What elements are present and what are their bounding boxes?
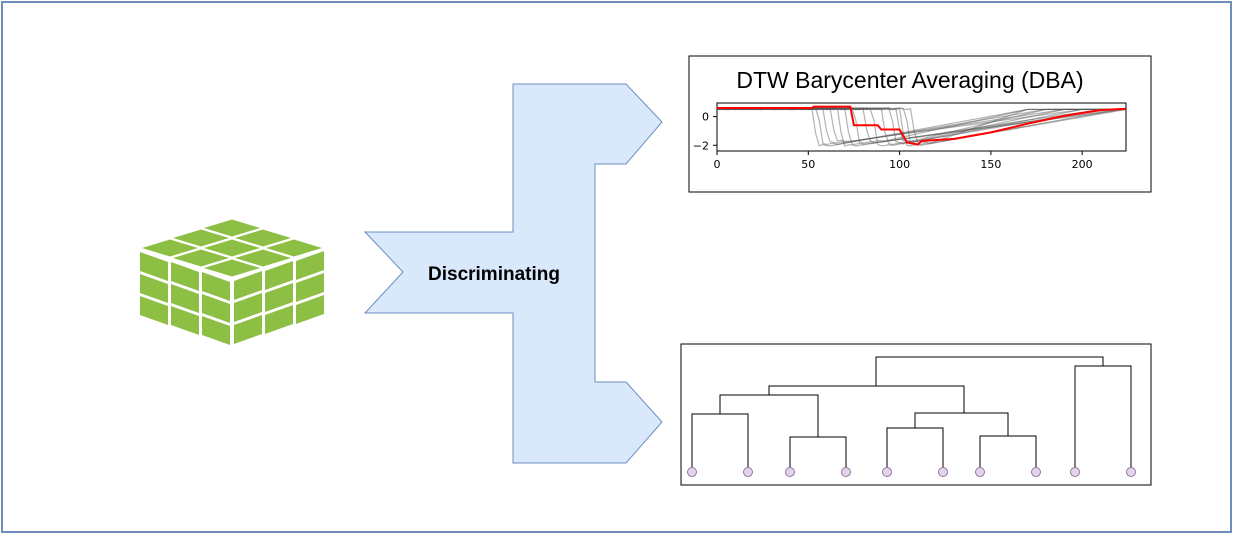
dendrogram-link <box>875 356 1104 386</box>
cube-left-brick <box>202 316 230 345</box>
y-tick-label: −2 <box>693 139 709 152</box>
x-tick-label: 0 <box>714 158 721 171</box>
cube-left-brick <box>171 262 199 291</box>
x-tick-label: 200 <box>1072 158 1093 171</box>
plot-area <box>716 102 1127 152</box>
dendrogram-link <box>768 385 965 413</box>
barycenter-series-group <box>717 105 1127 146</box>
cube-left-brick <box>171 284 199 313</box>
cube-right-brick <box>296 295 324 324</box>
cube-left-brick <box>140 252 168 281</box>
cube-top-brick <box>173 249 229 267</box>
cube-right-brick <box>296 273 324 302</box>
dendrogram-leaf-node <box>1070 467 1080 477</box>
dendrogram-leaf-node <box>687 467 697 477</box>
dba-chart: DTW Barycenter Averaging (DBA) 0 50 100 150… <box>688 55 1152 193</box>
sample-series-line <box>716 107 1126 143</box>
data-cube-icon <box>140 219 324 345</box>
cube-top-brick <box>204 259 260 277</box>
x-tick-label: 100 <box>889 158 910 171</box>
cube-left-brick <box>171 306 199 335</box>
cube-top-brick <box>266 239 322 257</box>
dba-chart-frame <box>688 55 1152 193</box>
dendrogram-leaf-node <box>743 467 753 477</box>
dendrogram-leaf-node <box>785 467 795 477</box>
dendrogram-links <box>691 356 1132 472</box>
dendrogram-leaf-node <box>1031 467 1041 477</box>
cube-right-brick <box>265 261 293 290</box>
dendrogram-leaf-node <box>1126 467 1136 477</box>
dendrogram-chart <box>680 343 1152 486</box>
x-axis: 0 50 100 150 200 <box>714 151 1093 171</box>
cube-right-brick <box>265 283 293 312</box>
cube-left-brick <box>202 272 230 301</box>
dendrogram-leaf-node <box>841 467 851 477</box>
cube-right-brick <box>234 315 262 344</box>
x-tick-label: 150 <box>980 158 1001 171</box>
dendrogram-leaf-node <box>938 467 948 477</box>
flow-arrow-shape <box>363 83 663 464</box>
dendrogram-leaves <box>687 467 1136 477</box>
cube-top-brick <box>235 229 291 247</box>
dendrogram-frame <box>680 343 1152 486</box>
y-axis: 0 −2 <box>693 111 717 152</box>
chart-title: DTW Barycenter Averaging (DBA) <box>736 67 1083 93</box>
cube-right-brick <box>234 293 262 322</box>
barycenter-line <box>717 105 1127 146</box>
sample-series-line <box>716 107 1126 147</box>
cube-top-brick <box>204 239 260 257</box>
cube-top-brick <box>173 229 229 247</box>
cube-top-brick <box>142 239 198 257</box>
cube-right-brick <box>296 251 324 280</box>
dendrogram-leaf-node <box>882 467 892 477</box>
cube-left-brick <box>202 294 230 323</box>
cube-right-brick <box>234 271 262 300</box>
dendrogram-leaf-node <box>975 467 985 477</box>
cube-right-brick <box>265 305 293 334</box>
dendrogram-link <box>914 412 1009 436</box>
cube-top-brick <box>235 249 291 267</box>
flow-label: Discriminating <box>428 264 560 285</box>
cube-left-brick <box>140 296 168 325</box>
x-tick-label: 50 <box>801 158 815 171</box>
cube-top-brick <box>204 219 260 237</box>
sample-series-line <box>716 107 1126 146</box>
y-tick-label: 0 <box>702 111 709 124</box>
cube-left-brick <box>140 274 168 303</box>
